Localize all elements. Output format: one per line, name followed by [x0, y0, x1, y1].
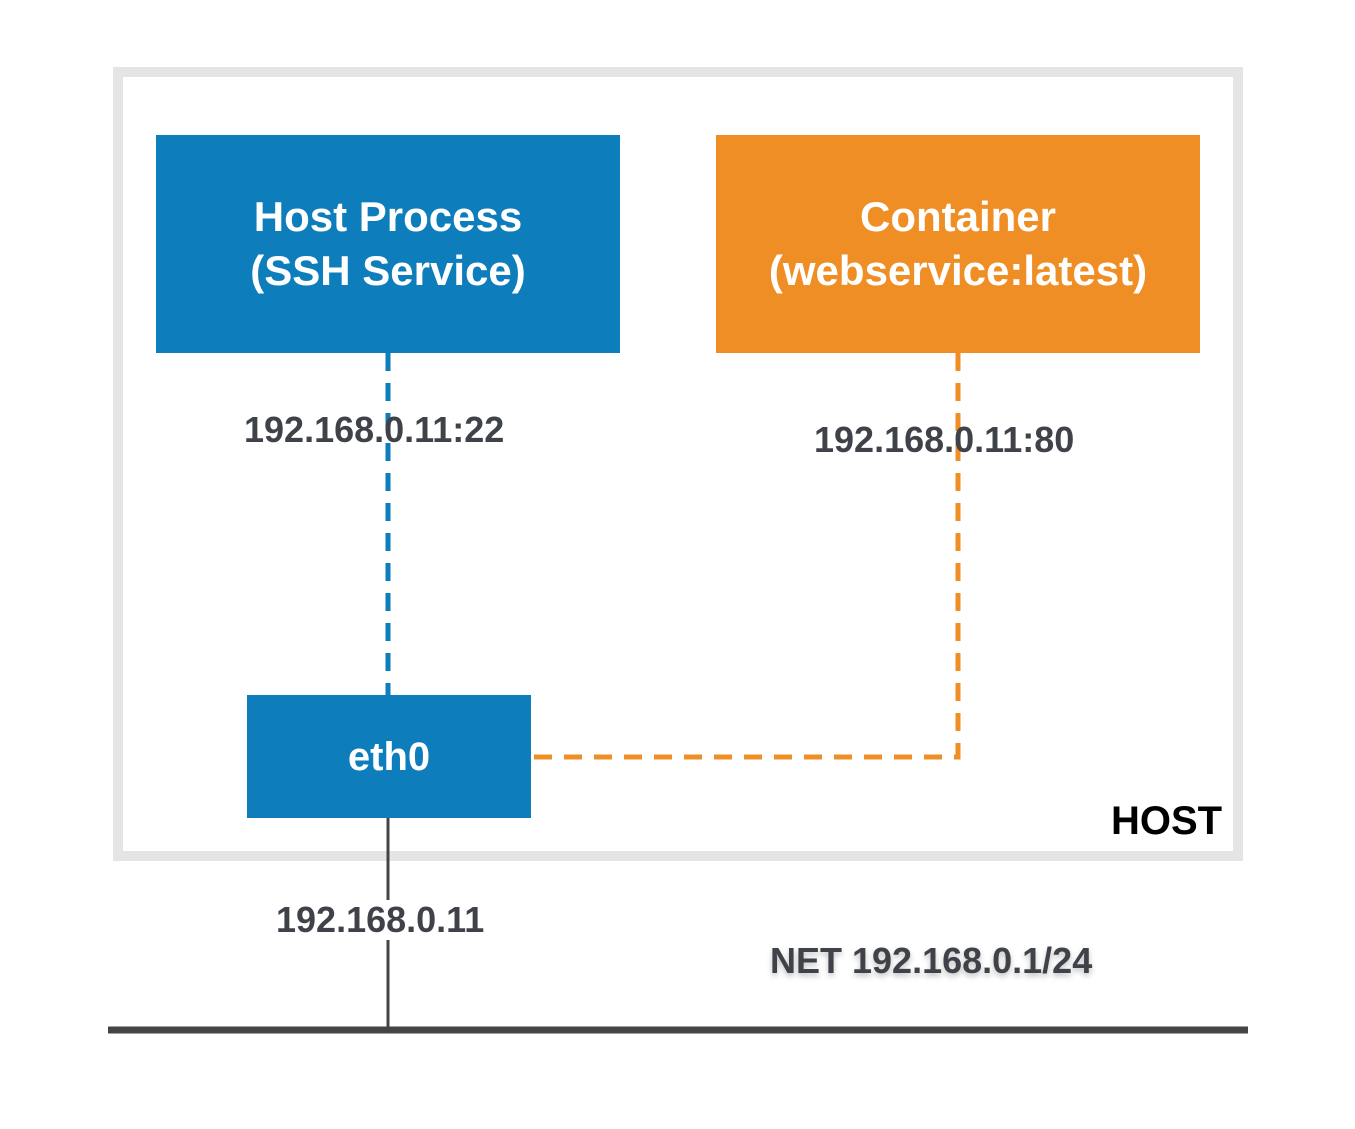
container-subtitle: (webservice:latest): [768, 247, 1148, 294]
host-process-node: Host Process (SSH Service): [156, 135, 620, 353]
host-label: HOST: [1111, 799, 1223, 843]
container-title: Container: [859, 193, 1056, 240]
web-link: [531, 353, 961, 760]
eth0-node: eth0: [247, 695, 531, 818]
container-node: Container (webservice:latest): [716, 135, 1200, 353]
web-address-label: 192.168.0.11:80: [814, 419, 1075, 460]
host-process-subtitle: (SSH Service): [250, 247, 526, 294]
eth0-address-label: 192.168.0.11: [274, 899, 487, 940]
host-process-title: Host Process: [253, 193, 523, 240]
ssh-address-label: 192.168.0.11:22: [244, 409, 505, 450]
eth0-label: eth0: [347, 734, 431, 779]
network-label: NET 192.168.0.1/24: [770, 940, 1093, 981]
